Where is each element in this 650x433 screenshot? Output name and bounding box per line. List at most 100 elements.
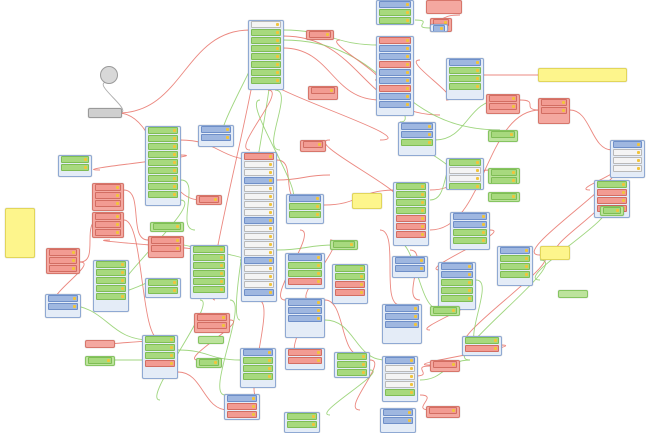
node-row[interactable] [244, 281, 274, 288]
node-port-icon[interactable] [276, 31, 279, 34]
node-port-icon[interactable] [452, 309, 455, 312]
node-port-icon[interactable] [421, 209, 424, 212]
graph-node-n10[interactable] [145, 126, 181, 206]
node-port-icon[interactable] [317, 359, 320, 362]
node-port-icon[interactable] [406, 103, 409, 106]
node-row[interactable] [251, 21, 281, 28]
node-port-icon[interactable] [176, 247, 179, 250]
node-port-icon[interactable] [406, 19, 409, 22]
graph-node-n59[interactable] [426, 406, 460, 418]
node-row[interactable] [489, 103, 517, 110]
node-row[interactable] [491, 177, 517, 183]
node-row[interactable] [148, 175, 178, 182]
node-row[interactable] [613, 141, 642, 148]
node-port-icon[interactable] [406, 3, 409, 6]
node-port-icon[interactable] [476, 161, 479, 164]
node-port-icon[interactable] [637, 167, 640, 170]
node-port-icon[interactable] [252, 413, 255, 416]
node-port-icon[interactable] [121, 279, 124, 282]
node-row[interactable] [449, 175, 481, 182]
graph-node-n28[interactable] [450, 212, 490, 250]
node-port-icon[interactable] [476, 169, 479, 172]
node-port-icon[interactable] [512, 97, 515, 100]
node-port-icon[interactable] [121, 271, 124, 274]
graph-node-n1[interactable] [248, 20, 284, 90]
node-row[interactable] [251, 37, 281, 44]
node-port-icon[interactable] [494, 347, 497, 350]
node-port-icon[interactable] [173, 169, 176, 172]
node-port-icon[interactable] [269, 219, 272, 222]
node-port-icon[interactable] [268, 359, 271, 362]
node-row[interactable] [379, 101, 411, 108]
node-row[interactable] [613, 149, 642, 156]
node-port-icon[interactable] [410, 391, 413, 394]
node-row[interactable] [61, 156, 89, 163]
node-port-icon[interactable] [269, 195, 272, 198]
node-row[interactable] [379, 69, 411, 76]
node-row[interactable] [379, 1, 411, 8]
graph-node-n65[interactable] [300, 140, 326, 152]
node-port-icon[interactable] [220, 280, 223, 283]
node-port-icon[interactable] [222, 324, 225, 327]
node-port-icon[interactable] [269, 235, 272, 238]
node-port-icon[interactable] [360, 267, 363, 270]
node-row[interactable] [433, 307, 457, 314]
node-port-icon[interactable] [269, 171, 272, 174]
node-port-icon[interactable] [269, 227, 272, 230]
graph-node-n8[interactable] [538, 98, 570, 124]
node-row[interactable] [491, 193, 517, 200]
node-row[interactable] [449, 159, 481, 166]
node-row[interactable] [385, 321, 419, 328]
node-port-icon[interactable] [406, 95, 409, 98]
graph-node-n30[interactable] [190, 245, 228, 299]
node-row[interactable] [251, 53, 281, 60]
node-row[interactable] [251, 77, 281, 84]
node-row[interactable] [95, 213, 121, 220]
node-port-icon[interactable] [476, 77, 479, 80]
node-port-icon[interactable] [468, 273, 471, 276]
node-port-icon[interactable] [406, 39, 409, 42]
node-row[interactable] [383, 417, 413, 424]
node-port-icon[interactable] [252, 397, 255, 400]
node-port-icon[interactable] [428, 141, 431, 144]
graph-node-n38[interactable] [332, 264, 368, 304]
node-port-icon[interactable] [317, 256, 320, 259]
node-port-icon[interactable] [173, 289, 176, 292]
node-row[interactable] [337, 353, 367, 360]
graph-node-n39[interactable] [438, 262, 476, 310]
graph-node-n25[interactable] [5, 208, 35, 258]
node-port-icon[interactable] [316, 213, 319, 216]
node-port-icon[interactable] [476, 177, 479, 180]
node-row[interactable] [96, 261, 126, 268]
node-port-icon[interactable] [482, 215, 485, 218]
node-port-icon[interactable] [214, 198, 217, 201]
node-port-icon[interactable] [420, 267, 423, 270]
node-row[interactable] [396, 183, 426, 190]
node-port-icon[interactable] [476, 185, 479, 188]
node-row[interactable] [441, 295, 473, 302]
node-row[interactable] [441, 271, 473, 278]
node-port-icon[interactable] [510, 133, 513, 136]
node-port-icon[interactable] [512, 179, 515, 182]
node-row[interactable] [96, 277, 126, 284]
node-row[interactable] [244, 169, 274, 176]
node-port-icon[interactable] [269, 155, 272, 158]
node-row[interactable] [289, 195, 321, 202]
node-port-icon[interactable] [170, 354, 173, 357]
node-row[interactable] [48, 303, 78, 310]
node-port-icon[interactable] [525, 273, 528, 276]
node-row[interactable] [401, 123, 433, 130]
node-port-icon[interactable] [622, 183, 625, 186]
node-port-icon[interactable] [316, 205, 319, 208]
graph-node-n60[interactable] [380, 408, 416, 433]
node-port-icon[interactable] [406, 47, 409, 50]
node-row[interactable] [396, 199, 426, 206]
node-row[interactable] [199, 196, 219, 203]
node-row[interactable] [148, 167, 178, 174]
node-row[interactable] [441, 287, 473, 294]
node-port-icon[interactable] [476, 69, 479, 72]
node-row[interactable] [429, 407, 457, 414]
graph-node-n20[interactable] [286, 194, 324, 224]
node-row[interactable] [288, 262, 322, 269]
node-row[interactable] [396, 231, 426, 238]
